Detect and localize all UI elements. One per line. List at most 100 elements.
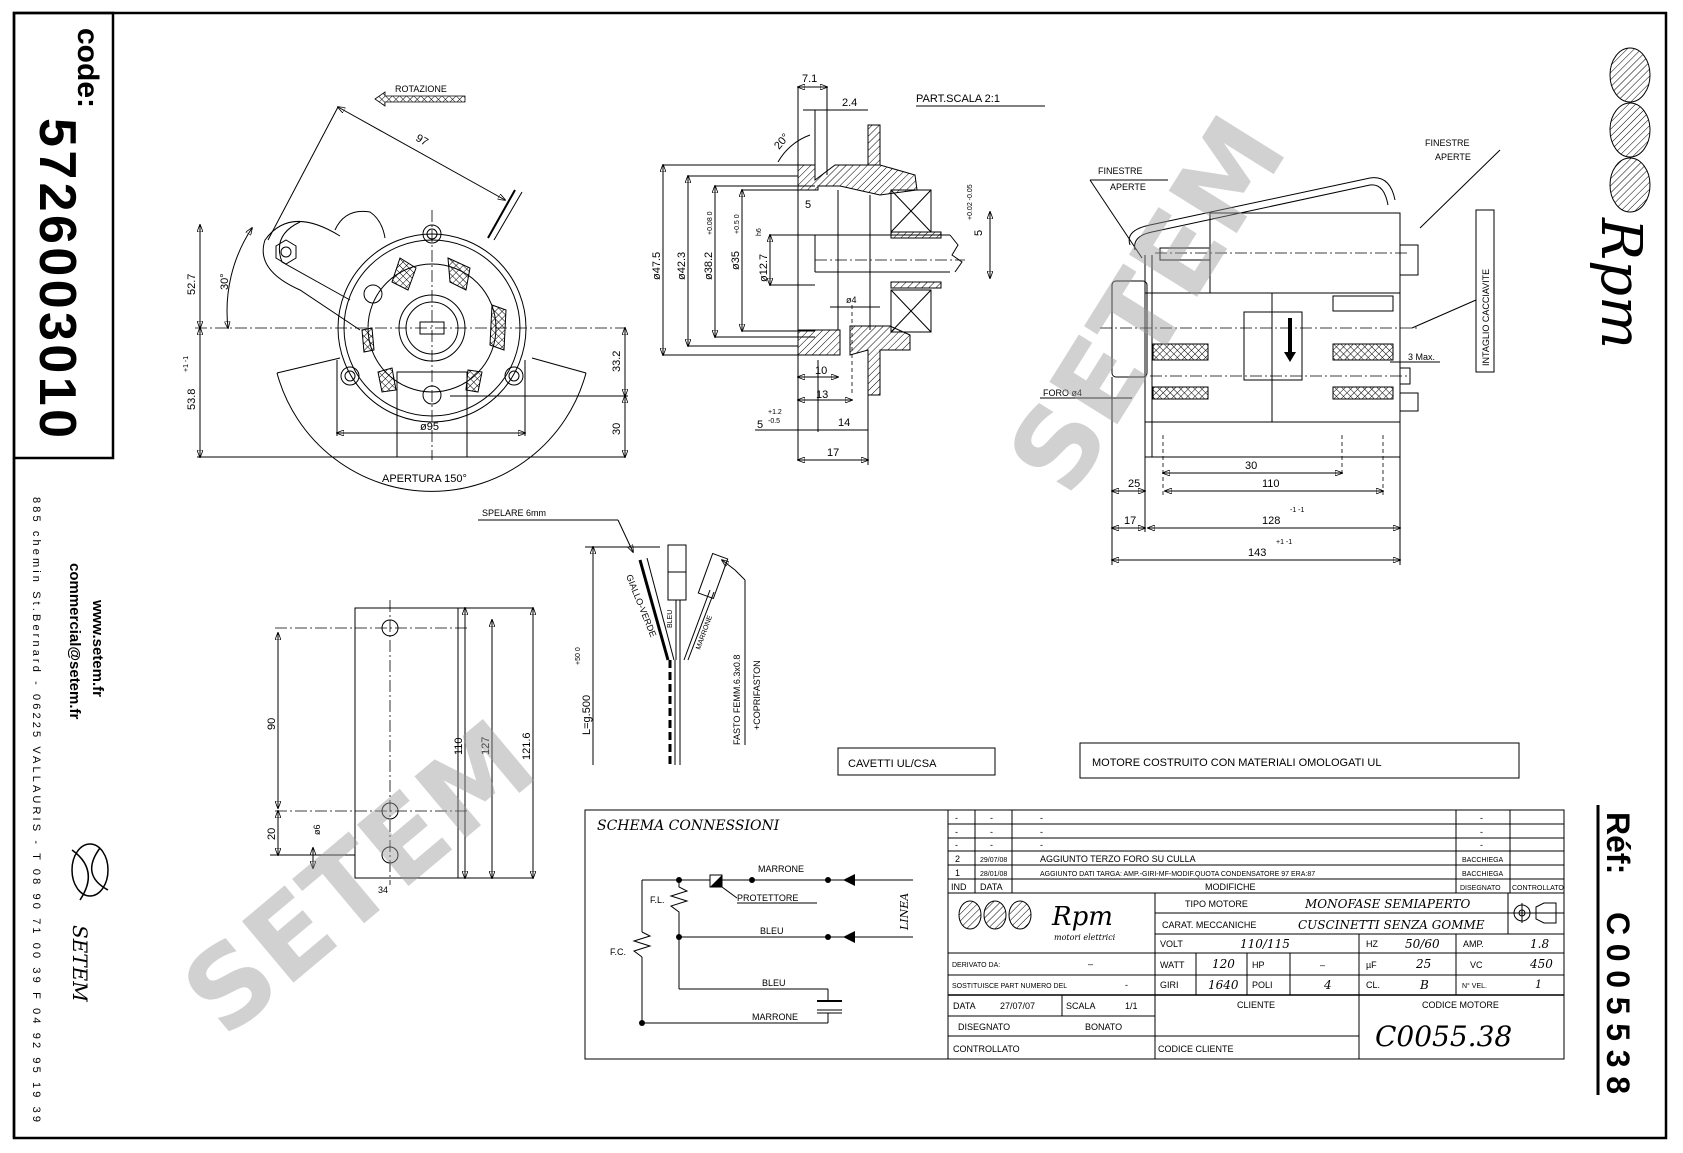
dia-12-7: ø12.7 <box>758 254 770 282</box>
cable-length: L=g.500 <box>581 695 593 735</box>
windows-right-1: FINESTRE <box>1425 138 1470 148</box>
schema-fc: F.C. <box>610 947 626 957</box>
line-arrow-top <box>843 874 855 886</box>
schema-bleu-mid: BLEU <box>760 926 784 936</box>
cable-view: SPELARE 6mm L=g.500 +50 0 GIALLO-VERDE B… <box>478 508 762 765</box>
header-drawn: DISEGNATO <box>1460 885 1501 892</box>
side-dim-143-tol: +1 -1 <box>1276 539 1292 546</box>
dia-38-2: ø38.2 <box>703 252 715 280</box>
dim-key-tol: +0.02 -0.05 <box>967 184 974 220</box>
svg-text:-: - <box>990 813 993 823</box>
svg-text:-: - <box>1040 827 1043 837</box>
faston-1: FASTO FEMM.6.3x0.8 <box>732 655 742 745</box>
schema-fl: F.L. <box>650 895 665 905</box>
svg-text:-: - <box>1480 827 1483 837</box>
front-view: ROTAZIONE 97 30° 52.7 53.8 +1 -1 33.2 30… <box>183 84 628 492</box>
header-date: DATA <box>980 882 1003 892</box>
dim-30: 30 <box>611 423 623 435</box>
logo-sub: motori elettrici <box>1054 933 1116 942</box>
opening-label: APERTURA 150° <box>382 473 467 485</box>
rpm: 1640 <box>1208 978 1239 992</box>
ref-code: C005538 <box>1600 912 1636 1094</box>
rpm-logo-text: Rpm <box>1588 217 1653 349</box>
right-strip: Rpm Réf: C005538 <box>1588 47 1653 1095</box>
dim-53-8: 53.8 <box>186 389 198 410</box>
svg-text:AGGIUNTO DATI TARGA: AMP.-GIRI: AGGIUNTO DATI TARGA: AMP.-GIRI-MF-MODIF.… <box>1040 871 1315 878</box>
setem-logo-text: SETEM <box>68 925 92 1002</box>
svg-text:-: - <box>1040 840 1043 850</box>
dia-35: ø35 <box>730 251 742 270</box>
svg-text:29/07/08: 29/07/08 <box>980 857 1007 864</box>
max-3: 3 Max. <box>1408 352 1435 362</box>
dia-42-3: ø42.3 <box>676 252 688 280</box>
side-dim-128: 128 <box>1262 515 1280 527</box>
motor-code: C0055.38 <box>1375 1020 1512 1053</box>
screwdriver-slot-label: INTAGLIO CACCIAVITE <box>1481 269 1491 366</box>
dim-17: 17 <box>827 447 839 459</box>
angle-20: 20° <box>772 131 792 151</box>
schema-title: SCHEMA CONNESSIONI <box>597 818 780 834</box>
scale: 1/1 <box>1125 1001 1138 1011</box>
poles: 4 <box>1323 978 1332 992</box>
dim-53-8-tol: +1 -1 <box>183 356 190 372</box>
svg-text:SETEM: SETEM <box>983 95 1311 514</box>
rpm-logo-coils <box>1609 47 1651 213</box>
watt-label: WATT <box>1160 960 1185 970</box>
bracket-dia-6: ø6 <box>312 824 322 835</box>
dia-95: ø95 <box>420 421 439 433</box>
svg-text:1: 1 <box>955 868 960 878</box>
windows-left-1: FINESTRE <box>1098 166 1143 176</box>
bracket-dim-34: 34 <box>378 885 388 895</box>
mech-label: CARAT. MECCANICHE <box>1162 920 1256 930</box>
note-materials-text: MOTORE COSTRUITO CON MATERIALI OMOLOGATI… <box>1092 757 1382 769</box>
client-label: CLIENTE <box>1237 1000 1275 1010</box>
dia-4: ø4 <box>846 295 857 305</box>
dia-35-tol: +0.5 0 <box>734 214 741 234</box>
schema-protector: PROTETTORE <box>737 893 798 903</box>
hp: – <box>1320 960 1325 970</box>
setem-logo: SETEM <box>68 843 109 1002</box>
amp-label: AMP. <box>1463 939 1484 949</box>
motor-type: MONOFASE SEMIAPERTO <box>1304 897 1471 911</box>
speeds: 1 <box>1535 978 1542 991</box>
modification-row: ---- <box>955 840 1483 850</box>
rpm-label: GIRI <box>1160 980 1179 990</box>
volt: 110/115 <box>1240 937 1290 951</box>
schema-marrone-low: MARRONE <box>752 1012 798 1022</box>
side-dim-25: 25 <box>1128 478 1140 490</box>
svg-text:-: - <box>955 813 958 823</box>
schema-marrone-top: MARRONE <box>758 864 804 874</box>
class-label: CL. <box>1366 980 1380 990</box>
windows-right-2: APERTE <box>1435 152 1471 162</box>
volt-label: VOLT <box>1160 939 1183 949</box>
rotation-label: ROTAZIONE <box>395 84 447 94</box>
dia-38-2-tol: +0.08 0 <box>707 211 714 235</box>
dim-5b-tol-down: -0.5 <box>768 418 780 425</box>
replaces: - <box>1125 980 1128 990</box>
left-strip: code: 5726003010 www.setem.fr commercial… <box>12 11 115 1138</box>
replaces-label: SOSTITUISCE PART NUMERO DEL <box>952 983 1067 990</box>
note-cables: CAVETTI UL/CSA <box>837 747 996 776</box>
faston-2: +COPRIFASTON <box>752 660 762 730</box>
side-dim-17: 17 <box>1124 515 1136 527</box>
amp: 1.8 <box>1530 937 1549 951</box>
website: www.setem.fr <box>89 599 106 697</box>
wire-blue: BLEU <box>667 610 674 628</box>
scale-label: SCALA <box>1066 1001 1096 1011</box>
dia-12-7-tol: h6 <box>756 228 763 236</box>
vc-label: VC <box>1470 960 1483 970</box>
motor-code-label: CODICE MOTORE <box>1422 1000 1499 1010</box>
svg-text:BACCHIEGA: BACCHIEGA <box>1462 857 1504 864</box>
svg-text:-: - <box>990 840 993 850</box>
checked-label: CONTROLLATO <box>953 1044 1020 1054</box>
code-box <box>12 11 115 460</box>
date-label: DATA <box>953 1001 976 1011</box>
bracket-dim-110: 110 <box>453 737 465 755</box>
cable-length-tol: +50 0 <box>575 647 582 665</box>
dim-5b-tol-up: +1.2 <box>768 409 782 416</box>
address: 885 chemin St.Bernard - 06225 VALLAURIS … <box>30 497 42 1122</box>
dim-key: 5 <box>973 230 985 236</box>
header-checked: CONTROLLATO <box>1512 885 1564 892</box>
